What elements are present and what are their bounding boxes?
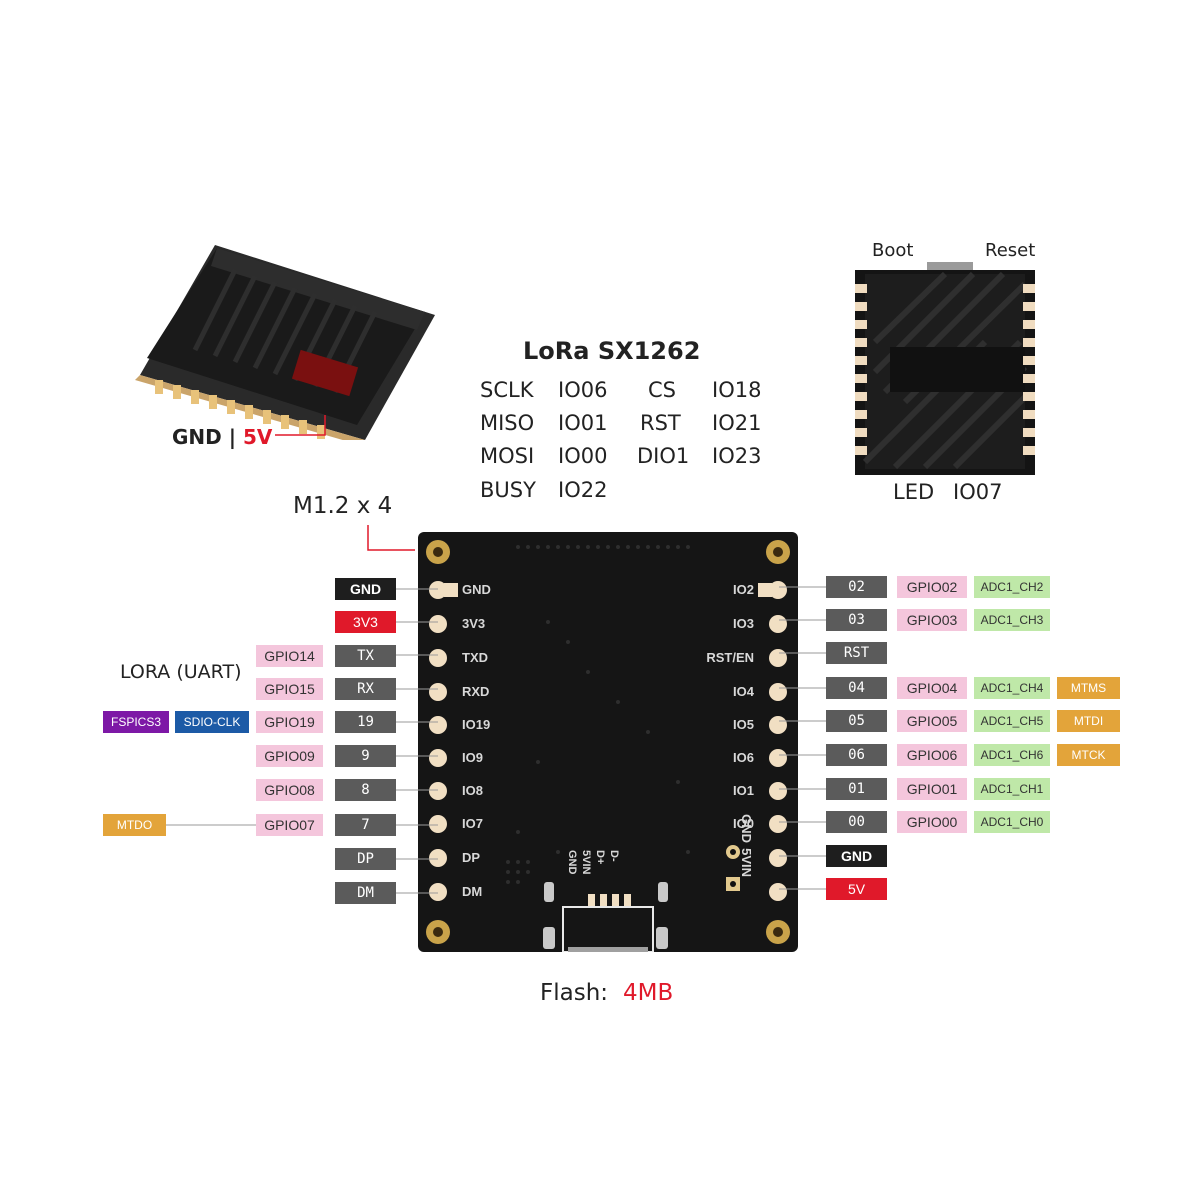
board-pin-label: IO3: [733, 616, 754, 631]
lora-cell: RST: [640, 411, 681, 435]
module-photo: [135, 240, 435, 445]
main-board: GND 3V3 TXD RXD IO19 IO9 IO8 IO7 DP DM I…: [418, 532, 798, 953]
gpio-label: GPIO01: [897, 778, 967, 800]
board-pin-label: IO2: [733, 582, 754, 597]
board-pin-label: GND: [462, 582, 491, 597]
board-pin-label: TXD: [462, 650, 488, 665]
gpio-label: GPIO04: [897, 677, 967, 699]
pin-label-02: 02: [826, 576, 887, 598]
pin-label-7: 7: [335, 814, 396, 836]
lora-title: LoRa SX1262: [523, 337, 701, 365]
board-pin-label: IO7: [462, 816, 483, 831]
gpio-label: GPIO15: [256, 678, 323, 700]
lora-cell: IO21: [712, 411, 762, 435]
board-pin-label: IO8: [462, 783, 483, 798]
board-pin-label: IO0: [733, 816, 754, 831]
module-back-photo: [845, 262, 1045, 477]
pin-label-00: 00: [826, 811, 887, 833]
module-gnd-label: GND |: [172, 425, 237, 449]
pin-label-dm: DM: [335, 882, 396, 904]
lora-cell: MISO: [480, 411, 535, 435]
lora-cell: CS: [648, 378, 676, 402]
led-label: LED: [893, 480, 935, 504]
reset-label: Reset: [985, 240, 1036, 261]
gpio-label: GPIO05: [897, 710, 967, 732]
adc-label: ADC1_CH4: [974, 677, 1050, 699]
board-pin-label: IO9: [462, 750, 483, 765]
gpio-label: GPIO09: [256, 745, 323, 767]
adc-label: ADC1_CH2: [974, 576, 1050, 598]
board-pin-label: 3V3: [462, 616, 486, 631]
flash-label: Flash:: [540, 980, 609, 1006]
board-pin-label: DP: [462, 850, 481, 865]
right-pads: [769, 581, 787, 901]
board-pin-label: RST/EN: [706, 650, 754, 665]
adc-label: ADC1_CH5: [974, 710, 1050, 732]
lora-uart-label: LORA (UART): [120, 661, 242, 683]
board-pin-label: IO1: [733, 783, 754, 798]
lora-cell: IO06: [558, 378, 608, 402]
gpio-label: GPIO19: [256, 711, 323, 733]
mount-holes: [426, 540, 790, 944]
lora-cell: IO22: [558, 478, 608, 502]
pin-label-gnd: GND: [826, 845, 887, 867]
pin-label-dp: DP: [335, 848, 396, 870]
gpio-label: GPIO03: [897, 609, 967, 631]
pin-label-04: 04: [826, 677, 887, 699]
function-label: SDIO-CLK: [175, 711, 249, 733]
pin-label-5v: 5V: [826, 878, 887, 900]
gpio-label: GPIO02: [897, 576, 967, 598]
jtag-label: MTMS: [1057, 677, 1120, 699]
lora-cell: IO01: [558, 411, 608, 435]
pin-label-8: 8: [335, 779, 396, 801]
gpio-label: GPIO14: [256, 645, 323, 667]
pin-label-05: 05: [826, 710, 887, 732]
gpio-label: GPIO06: [897, 744, 967, 766]
gpio-label: GPIO00: [897, 811, 967, 833]
mount-hole-label: M1.2 x 4: [293, 493, 393, 519]
jtag-label: MTCK: [1057, 744, 1120, 766]
pin-label-tx: TX: [335, 645, 396, 667]
pin-label-9: 9: [335, 745, 396, 767]
pin-label-3v3: 3V3: [335, 611, 396, 633]
adc-label: ADC1_CH1: [974, 778, 1050, 800]
mount-leader-line: [367, 525, 415, 551]
left-pads: [429, 581, 447, 901]
lora-cell: IO23: [712, 444, 762, 468]
pin-label-01: 01: [826, 778, 887, 800]
adc-label: ADC1_CH3: [974, 609, 1050, 631]
board-graphic: [418, 532, 798, 953]
pin-label-06: 06: [826, 744, 887, 766]
adc-label: ADC1_CH6: [974, 744, 1050, 766]
lora-cell: IO18: [712, 378, 762, 402]
flash-size-value: 4MB: [623, 980, 674, 1006]
board-pin-label: IO5: [733, 717, 754, 732]
board-pin-label: RXD: [462, 684, 490, 699]
lora-cell: MOSI: [480, 444, 535, 468]
pin-label-gnd: GND: [335, 578, 396, 600]
jtag-label: MTDI: [1057, 710, 1120, 732]
module-5v-label: 5V: [243, 425, 273, 449]
led-io-label: IO07: [953, 480, 1003, 504]
pin-label-19: 19: [335, 711, 396, 733]
function-label: MTDO: [103, 814, 166, 836]
boot-label: Boot: [872, 240, 914, 261]
adc-label: ADC1_CH0: [974, 811, 1050, 833]
lora-cell: IO00: [558, 444, 608, 468]
function-label: FSPICS3: [103, 711, 169, 733]
board-pin-label: DM: [462, 884, 483, 899]
pin-label-rst: RST: [826, 642, 887, 664]
board-pin-label: IO6: [733, 750, 754, 765]
gpio-label: GPIO07: [256, 814, 323, 836]
pin-label-03: 03: [826, 609, 887, 631]
lora-cell: DIO1: [637, 444, 690, 468]
board-pin-label: IO19: [462, 717, 491, 732]
gpio-label: GPIO08: [256, 779, 323, 801]
board-pin-label: IO4: [733, 684, 754, 699]
lora-cell: SCLK: [480, 378, 534, 402]
lora-cell: BUSY: [480, 478, 536, 502]
pin-label-rx: RX: [335, 678, 396, 700]
